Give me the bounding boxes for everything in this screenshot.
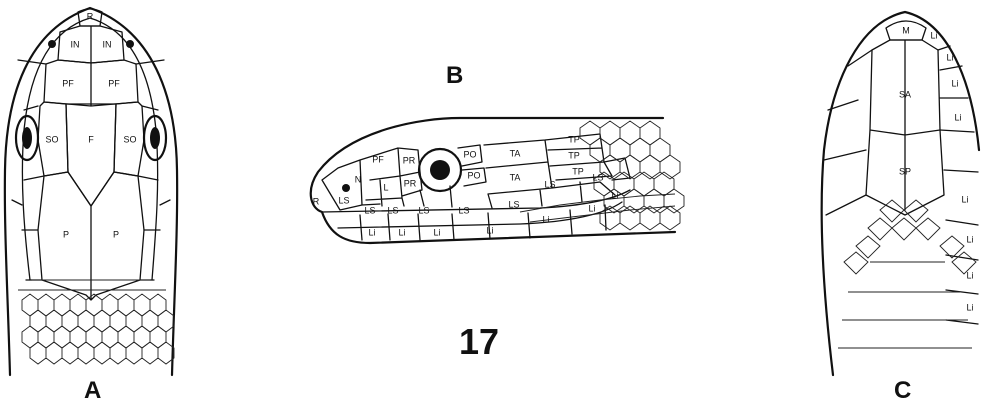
eye-right-icon [150,127,160,149]
ventral-label-infralabial-8: Li [966,302,973,312]
lateral-label-supralabial-6: LS [508,199,519,209]
dorsal-label-rostral: R [87,11,94,21]
lateral-label-supralabial-2: LS [364,205,375,215]
lateral-label-rostral: R [313,196,320,206]
nostril-right-icon [126,40,134,48]
ventral-label-infralabial-1: Li [930,30,937,40]
dorsal-label-prefrontal-left: PF [62,78,74,88]
lateral-label-supralabial-1: LS [338,195,349,205]
lateral-label-infralabial-1: Li [368,227,375,237]
dorsal-inner-border [22,18,157,280]
dorsal-label-parietal-left: P [63,229,69,239]
panel-a-dorsal-head: R IN IN PF PF SO SO F P P [5,8,177,375]
panel-b-lateral-head: R N PF PR L PR PO PO TA TA TP TP TP LS L… [311,118,684,243]
dorsal-label-frontal: F [88,134,94,144]
ventral-label-infralabial-7: Li [966,270,973,280]
ventral-label-infralabial-3: Li [951,78,958,88]
dorsal-label-internasal-right: IN [103,39,112,49]
lateral-label-infralabial-5: Li [542,214,549,224]
dorsal-label-parietal-right: P [113,229,119,239]
dorsal-parietal-scales [38,172,144,300]
lateral-label-loreal: L [383,182,388,192]
lateral-label-temporal-posterior-3: TP [572,166,584,176]
dorsal-internasal-scales [58,26,124,63]
lateral-label-preocular-lower: PR [404,178,417,188]
dorsal-label-internasal-left: IN [71,39,80,49]
lateral-label-prefrontal: PF [372,154,384,164]
lateral-nostril-icon [342,184,350,192]
ventral-label-chin-posterior: SP [899,166,911,176]
lateral-label-supralabial-7: LS [544,179,555,189]
lateral-label-nasal: N [355,174,362,184]
ventral-label-infralabial-2: Li [946,52,953,62]
dorsal-neck-scales [18,280,174,364]
lateral-label-infralabial-3: Li [433,227,440,237]
lateral-label-temporal-posterior-1: TP [568,134,580,144]
nostril-left-icon [48,40,56,48]
ventral-gular-scales [838,200,976,348]
lateral-label-supralabial-8: LS [592,172,603,182]
figure-number: 17 [459,324,499,360]
lateral-label-temporal-posterior-2: TP [568,150,580,160]
dorsal-label-prefrontal-right: PF [108,78,120,88]
lateral-label-infralabial-7: Li [611,190,618,200]
ventral-label-infralabial-4: Li [954,112,961,122]
ventral-chin-shields [866,40,944,215]
panel-a-letter: A [84,379,101,403]
lateral-label-supralabial-5: LS [458,205,469,215]
panel-c-letter: C [894,379,911,403]
ventral-label-chin-anterior: SA [899,89,911,99]
ventral-label-infralabial-6: Li [966,234,973,244]
dorsal-label-supraocular-right: SO [123,134,136,144]
dorsal-label-supraocular-left: SO [45,134,58,144]
ventral-label-mental: M [902,25,910,35]
lateral-jaw-line [338,202,622,228]
ventral-label-infralabial-5: Li [961,194,968,204]
lateral-label-supralabial-4: LS [418,205,429,215]
lateral-label-supralabial-3: LS [387,205,398,215]
lateral-label-preocular: PR [403,155,416,165]
panel-b-letter: B [446,64,463,88]
dorsal-frontal-scale [66,104,116,206]
lateral-label-postocular-lower: PO [467,170,480,180]
eye-left-icon [22,127,32,149]
lateral-label-infralabial-4: Li [486,225,493,235]
dorsal-prefrontal-scales [44,60,138,106]
lateral-label-infralabial-6: Li [588,203,595,213]
panel-c-ventral-chin: M SA SP Li Li Li Li Li Li Li Li [822,12,979,375]
lateral-label-temporal-anterior-1: TA [510,148,521,158]
lateral-label-temporal-anterior-2: TA [510,172,521,182]
lateral-label-postocular-upper: PO [463,149,476,159]
lateral-label-infralabial-2: Li [398,227,405,237]
lateral-eye-icon [430,160,450,180]
